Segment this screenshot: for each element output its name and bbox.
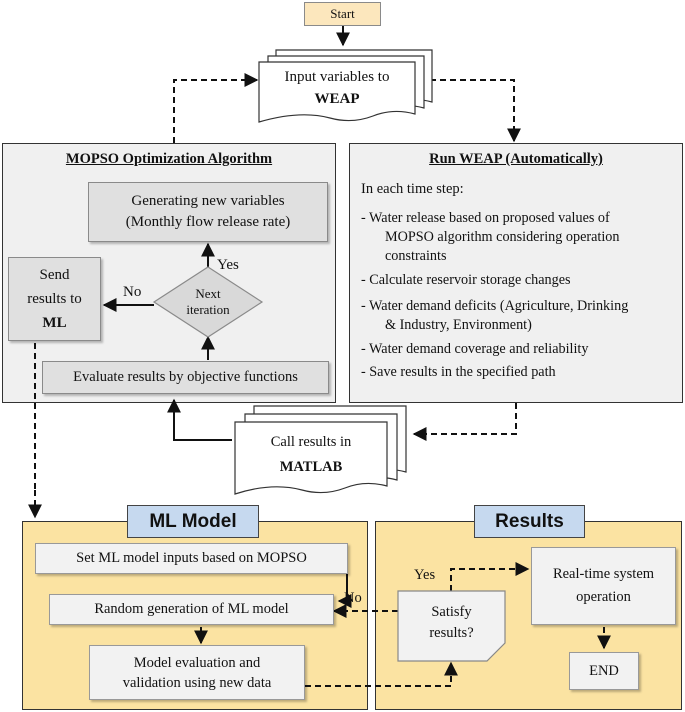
mopso-yes-label: Yes: [217, 257, 239, 273]
send-line3: ML: [42, 315, 67, 331]
start-label: Start: [330, 6, 355, 21]
decision-line2: iteration: [186, 302, 230, 317]
set-inputs-box: Set ML model inputs based on MOPSO: [35, 543, 348, 574]
weap-item-5-line1: - Save results in the specified path: [361, 364, 556, 380]
weap-panel: [349, 143, 683, 403]
satisfy-line2: results?: [429, 625, 474, 641]
weap-item-4: - Water demand coverage and reliability: [361, 340, 679, 359]
generating-box: Generating new variables (Monthly flow r…: [88, 182, 328, 242]
weap-item-1: - Water release based on proposed values…: [361, 209, 679, 266]
send-line1: Send: [39, 267, 70, 283]
random-generation-box: Random generation of ML model: [49, 594, 334, 625]
weap-item-4-line1: - Water demand coverage and reliability: [361, 341, 589, 357]
call-text: Call results in MATLAB: [237, 430, 385, 480]
input-line2: WEAP: [314, 91, 360, 107]
model-evaluation-box: Model evaluation and validation using ne…: [89, 645, 305, 700]
random-generation-label: Random generation of ML model: [94, 601, 289, 617]
send-line2: results to: [27, 291, 82, 307]
weap-item-5: - Save results in the specified path: [361, 363, 679, 382]
weap-item-2-line1: - Calculate reservoir storage changes: [361, 272, 571, 288]
weap-item-3-line1: - Water demand deficits (Agriculture, Dr…: [361, 298, 629, 314]
results-header: Results: [474, 505, 585, 538]
realtime-line2: operation: [576, 589, 631, 605]
arrow-satisfy-to-realtime: [450, 562, 530, 591]
decision-line1: Next: [195, 286, 221, 301]
results-header-label: Results: [495, 510, 564, 532]
arrow-input-to-weap: [430, 79, 521, 143]
model-eval-line1: Model evaluation and: [133, 654, 261, 671]
send-results-box: Send results to ML: [8, 257, 101, 341]
weap-item-3: - Water demand deficits (Agriculture, Dr…: [361, 297, 679, 335]
evaluate-box: Evaluate results by objective functions: [42, 361, 329, 394]
weap-item-1-line2: MOPSO algorithm considering operation: [385, 229, 620, 245]
weap-item-3-line2: & Industry, Environment): [385, 317, 532, 333]
weap-intro: In each time step:: [361, 181, 464, 197]
arrow-call-to-mopso: [167, 398, 232, 441]
end-box: END: [569, 652, 639, 690]
mopso-no-label: No: [123, 284, 142, 300]
ml-no-label: No: [344, 590, 362, 606]
results-yes-label: Yes: [414, 567, 436, 583]
input-text: Input variables to WEAP: [259, 66, 415, 110]
weap-item-1-line1: - Water release based on proposed values…: [361, 210, 610, 226]
ml-header-label: ML Model: [149, 510, 237, 532]
evaluate-label: Evaluate results by objective functions: [73, 369, 298, 385]
call-line2: MATLAB: [279, 459, 343, 475]
weap-title: Run WEAP (Automatically): [429, 151, 603, 167]
realtime-line1: Real-time system: [552, 566, 655, 582]
input-document-stack: [258, 49, 433, 123]
call-document-stack: [234, 405, 407, 495]
call-line1: Call results in: [270, 434, 352, 450]
satisfy-text: Satisfy results?: [398, 602, 505, 644]
satisfy-shape: [397, 590, 506, 662]
mopso-title: MOPSO Optimization Algorithm: [65, 151, 273, 167]
input-line1: Input variables to: [284, 69, 390, 85]
generating-line2: (Monthly flow release rate): [125, 214, 291, 230]
start-box: Start: [304, 2, 381, 26]
set-inputs-label: Set ML model inputs based on MOPSO: [76, 550, 307, 566]
end-label: END: [589, 662, 619, 679]
weap-item-2: - Calculate reservoir storage changes: [361, 271, 679, 290]
ml-header: ML Model: [127, 505, 259, 538]
decision-text: Next iteration: [172, 286, 244, 318]
generating-line1: Generating new variables: [131, 193, 285, 209]
decision-diamond: [152, 266, 264, 338]
arrow-weap-to-call: [412, 403, 517, 441]
realtime-box: Real-time system operation: [531, 547, 676, 625]
arrow-mopso-to-input: [173, 73, 259, 143]
weap-item-1-line3: constraints: [385, 248, 447, 264]
satisfy-line1: Satisfy: [431, 604, 472, 620]
arrow-eval-to-satisfy: [305, 661, 458, 687]
model-eval-line2: validation using new data: [122, 674, 272, 691]
